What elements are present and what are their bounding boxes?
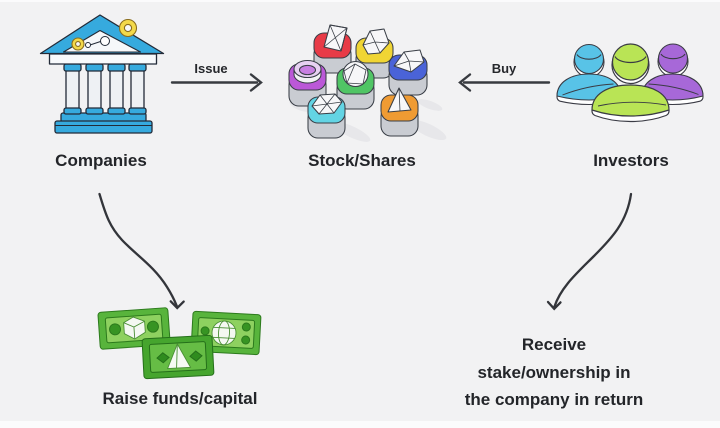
svg-text:stake/ownership in: stake/ownership in: [477, 363, 630, 382]
svg-text:Buy: Buy: [492, 61, 517, 76]
svg-text:Companies: Companies: [55, 151, 147, 170]
svg-text:the company in return: the company in return: [465, 390, 644, 409]
svg-text:Raise funds/capital: Raise funds/capital: [103, 389, 258, 408]
svg-text:Receive: Receive: [522, 335, 586, 354]
svg-text:Investors: Investors: [593, 151, 669, 170]
svg-text:Stock/Shares: Stock/Shares: [308, 151, 416, 170]
svg-text:Issue: Issue: [194, 61, 227, 76]
